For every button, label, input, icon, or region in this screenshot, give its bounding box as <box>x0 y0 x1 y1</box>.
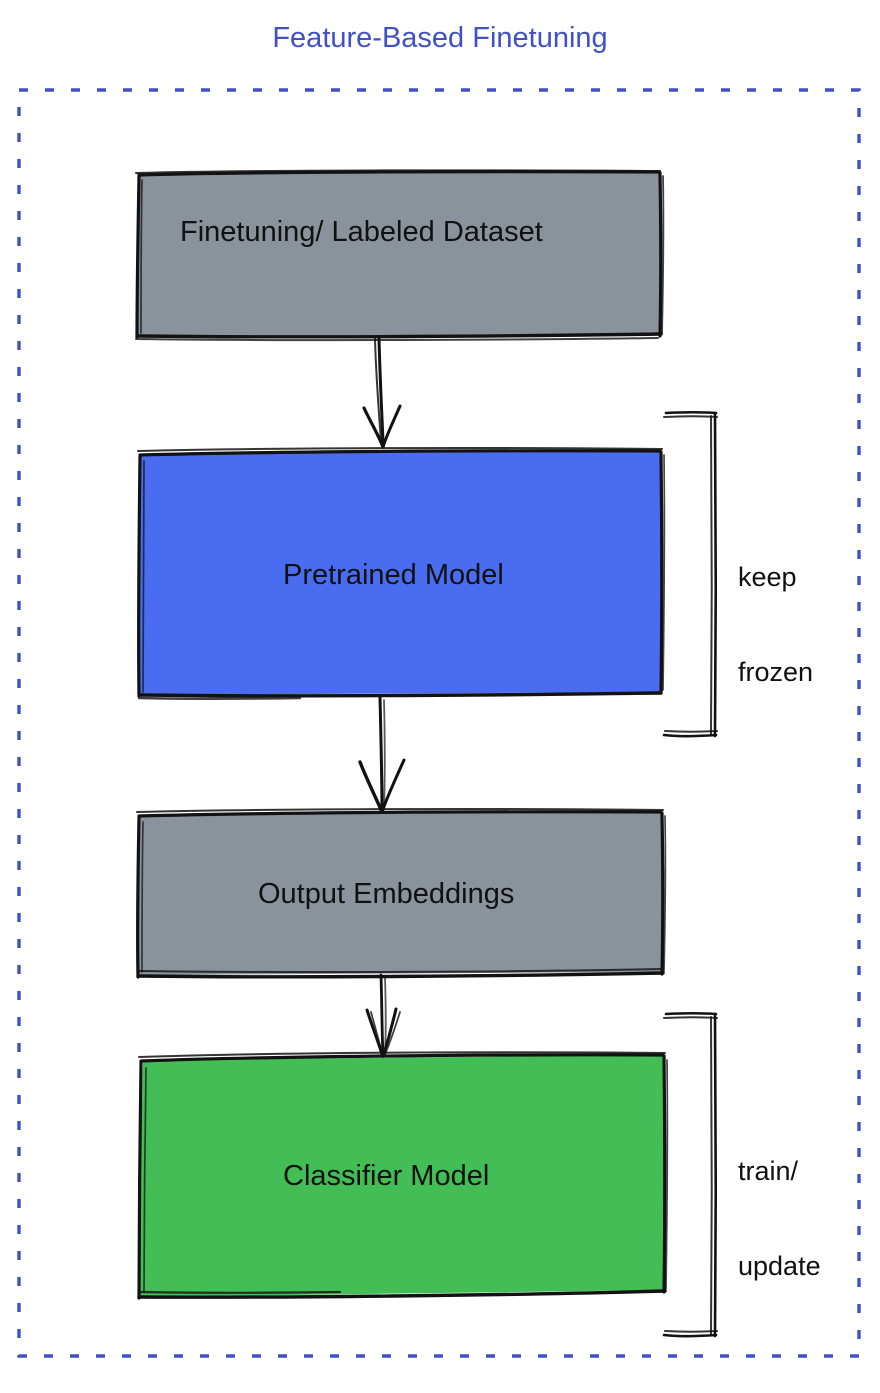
node-classifier-model[interactable] <box>137 1051 669 1300</box>
node-label-finetuning-dataset: Finetuning/ Labeled Dataset <box>180 216 543 248</box>
annotation-keep-frozen-line2: frozen <box>738 657 814 688</box>
bracket-keep-frozen <box>662 410 718 738</box>
node-output-embeddings[interactable] <box>135 807 667 979</box>
node-label-pretrained-model: Pretrained Model <box>283 559 504 591</box>
edge-pretrained-to-embeddings <box>358 695 406 814</box>
feature-based-finetuning-frame <box>17 88 861 1358</box>
annotation-keep-frozen-line1: keep <box>738 561 797 592</box>
node-finetuning-dataset[interactable] <box>134 169 665 342</box>
annotation-keep-frozen: keep frozen <box>738 498 813 753</box>
annotation-train-update-line2: update <box>738 1251 821 1282</box>
annotation-train-update: train/ update <box>738 1092 821 1347</box>
node-pretrained-model[interactable] <box>136 446 666 700</box>
bracket-train-update <box>662 1011 718 1338</box>
edge-dataset-to-pretrained <box>362 336 402 449</box>
edge-embeddings-to-classifier <box>365 973 401 1059</box>
annotation-train-update-line1: train/ <box>738 1155 799 1186</box>
node-label-output-embeddings: Output Embeddings <box>258 878 515 910</box>
node-label-classifier-model: Classifier Model <box>283 1160 490 1192</box>
page-title: Feature-Based Finetuning <box>272 22 608 54</box>
